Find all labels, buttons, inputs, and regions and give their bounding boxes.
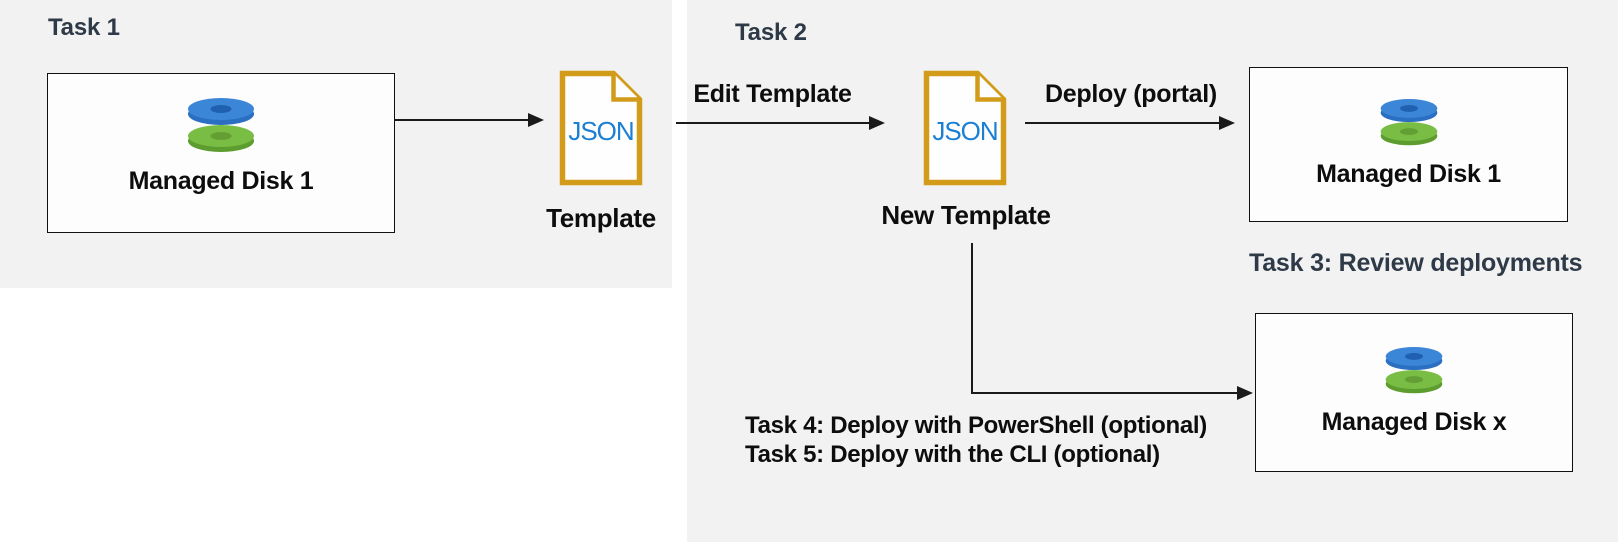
task3-heading: Task 3: Review deployments — [1249, 249, 1583, 277]
managed-disk-1-deployed-box: Managed Disk 1 — [1249, 67, 1568, 222]
optional-tasks-text: Task 4: Deploy with PowerShell (optional… — [745, 411, 1207, 469]
task2-heading: Task 2 — [735, 19, 807, 46]
template-caption: Template — [546, 203, 656, 233]
managed-disk-1-deployed-label: Managed Disk 1 — [1316, 159, 1501, 188]
task5-line: Task 5: Deploy with the CLI (optional) — [745, 441, 1160, 468]
managed-disk-x-label: Managed Disk x — [1321, 407, 1507, 436]
managed-disk-1-box: Managed Disk 1 — [47, 73, 395, 233]
new-template-caption: New Template — [881, 200, 1051, 230]
managed-disk-icon — [1380, 98, 1437, 145]
task4-line: Task 4: Deploy with PowerShell (optional… — [745, 412, 1207, 439]
json-template-icon: JSON — [559, 70, 643, 186]
managed-disk-icon — [1385, 346, 1443, 393]
managed-disk-1-label: Managed Disk 1 — [128, 167, 314, 195]
managed-disk-icon — [188, 98, 254, 152]
json-new-template-icon: JSON — [923, 70, 1007, 186]
managed-disk-x-box: Managed Disk x — [1255, 313, 1573, 472]
deploy-portal-label: Deploy (portal) — [1045, 80, 1217, 108]
edit-template-label: Edit Template — [693, 80, 852, 108]
json-badge: JSON — [932, 116, 997, 146]
task1-heading: Task 1 — [48, 14, 120, 41]
json-badge: JSON — [568, 116, 633, 146]
